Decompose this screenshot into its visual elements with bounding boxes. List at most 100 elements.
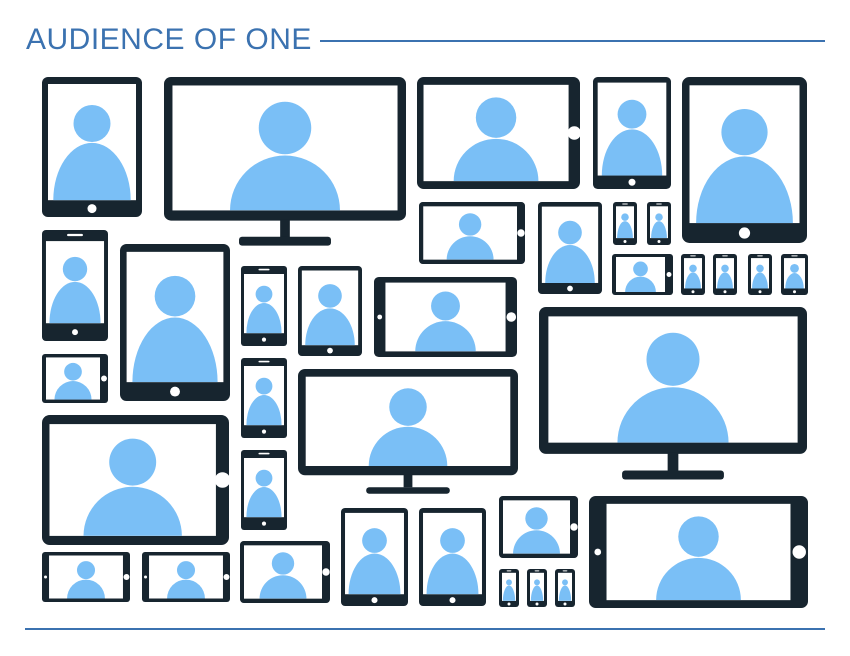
home-button xyxy=(322,568,330,576)
home-button xyxy=(261,429,267,434)
home-button xyxy=(723,290,727,294)
person-body xyxy=(651,221,667,239)
person-body xyxy=(656,557,741,601)
person-icon xyxy=(415,291,476,352)
person-body xyxy=(305,308,355,346)
home-button xyxy=(792,545,806,559)
person-head xyxy=(76,561,96,580)
tablet-icon xyxy=(417,77,582,189)
person-icon xyxy=(49,256,101,324)
home-button xyxy=(623,240,627,244)
home-button xyxy=(535,602,539,606)
person-icon xyxy=(453,97,539,182)
tablet-icon xyxy=(42,415,231,545)
person-head xyxy=(318,284,342,308)
person-icon xyxy=(230,101,340,211)
person-head xyxy=(73,105,111,142)
person-icon xyxy=(167,561,205,599)
person-head xyxy=(646,332,700,386)
person-icon xyxy=(513,507,560,554)
speaker xyxy=(258,360,270,363)
person-head xyxy=(756,264,764,273)
home-button xyxy=(214,472,231,488)
person-head xyxy=(362,528,387,553)
tablet-icon xyxy=(682,77,807,243)
person-head xyxy=(431,291,460,321)
person-body xyxy=(368,426,448,466)
phone-icon xyxy=(241,450,287,530)
person-body xyxy=(246,487,282,518)
tablet-icon xyxy=(538,202,602,294)
camera-dot xyxy=(44,575,48,579)
person-icon xyxy=(446,213,494,260)
home-button xyxy=(123,574,130,580)
person-body xyxy=(601,129,663,176)
speaker xyxy=(562,570,568,572)
monitor-base xyxy=(366,487,450,494)
phone-icon xyxy=(499,569,519,607)
home-button xyxy=(567,126,582,140)
person-icon xyxy=(502,579,516,601)
speaker xyxy=(656,203,662,205)
home-button xyxy=(371,597,378,604)
monitor-neck xyxy=(403,474,413,488)
tablet-icon xyxy=(499,496,578,558)
person-head xyxy=(621,213,629,221)
phone-icon xyxy=(241,358,287,438)
person-icon xyxy=(545,220,595,283)
person-icon xyxy=(717,264,733,289)
person-icon xyxy=(348,528,401,595)
person-icon xyxy=(558,579,572,601)
home-button xyxy=(223,574,230,580)
person-head xyxy=(458,213,482,236)
home-button xyxy=(101,375,107,382)
person-body xyxy=(53,142,131,201)
person-body xyxy=(132,317,218,383)
person-head xyxy=(154,275,196,317)
home-button xyxy=(261,521,267,526)
person-icon xyxy=(752,264,768,289)
page-title: AUDIENCE OF ONE xyxy=(26,23,312,56)
home-button xyxy=(666,272,672,277)
person-body xyxy=(54,381,92,400)
person-body xyxy=(230,155,340,211)
person-body xyxy=(83,486,182,536)
person-icon xyxy=(617,213,633,239)
person-body xyxy=(617,221,633,239)
home-button xyxy=(563,602,567,606)
person-head xyxy=(475,97,517,138)
person-icon xyxy=(246,285,282,334)
person-head xyxy=(655,213,663,221)
person-body xyxy=(167,579,205,599)
tablet-icon xyxy=(42,77,142,217)
monitor-icon xyxy=(539,307,807,480)
phone-icon xyxy=(42,552,130,602)
home-button xyxy=(507,602,511,606)
bottom-rule xyxy=(25,628,825,630)
phone-icon xyxy=(589,496,808,608)
monitor-neck xyxy=(667,452,679,471)
person-body xyxy=(625,276,656,292)
person-head xyxy=(562,579,568,586)
speaker xyxy=(622,203,628,205)
tablet-icon xyxy=(593,77,671,189)
person-icon xyxy=(368,388,448,466)
phone-icon xyxy=(781,254,808,295)
monitor-base xyxy=(622,470,724,480)
person-body xyxy=(617,387,729,443)
person-body xyxy=(696,156,793,224)
person-icon xyxy=(246,377,282,426)
person-head xyxy=(255,285,273,303)
speaker xyxy=(791,255,798,257)
home-button xyxy=(657,240,661,244)
phone-icon xyxy=(613,202,637,245)
person-body xyxy=(348,553,401,595)
phone-icon xyxy=(142,552,230,602)
title-rule xyxy=(320,40,825,42)
tablet-icon xyxy=(341,508,408,606)
phone-icon xyxy=(374,277,517,357)
home-button xyxy=(691,290,695,294)
person-body xyxy=(513,530,560,554)
person-head xyxy=(255,469,273,487)
person-icon xyxy=(656,516,741,601)
